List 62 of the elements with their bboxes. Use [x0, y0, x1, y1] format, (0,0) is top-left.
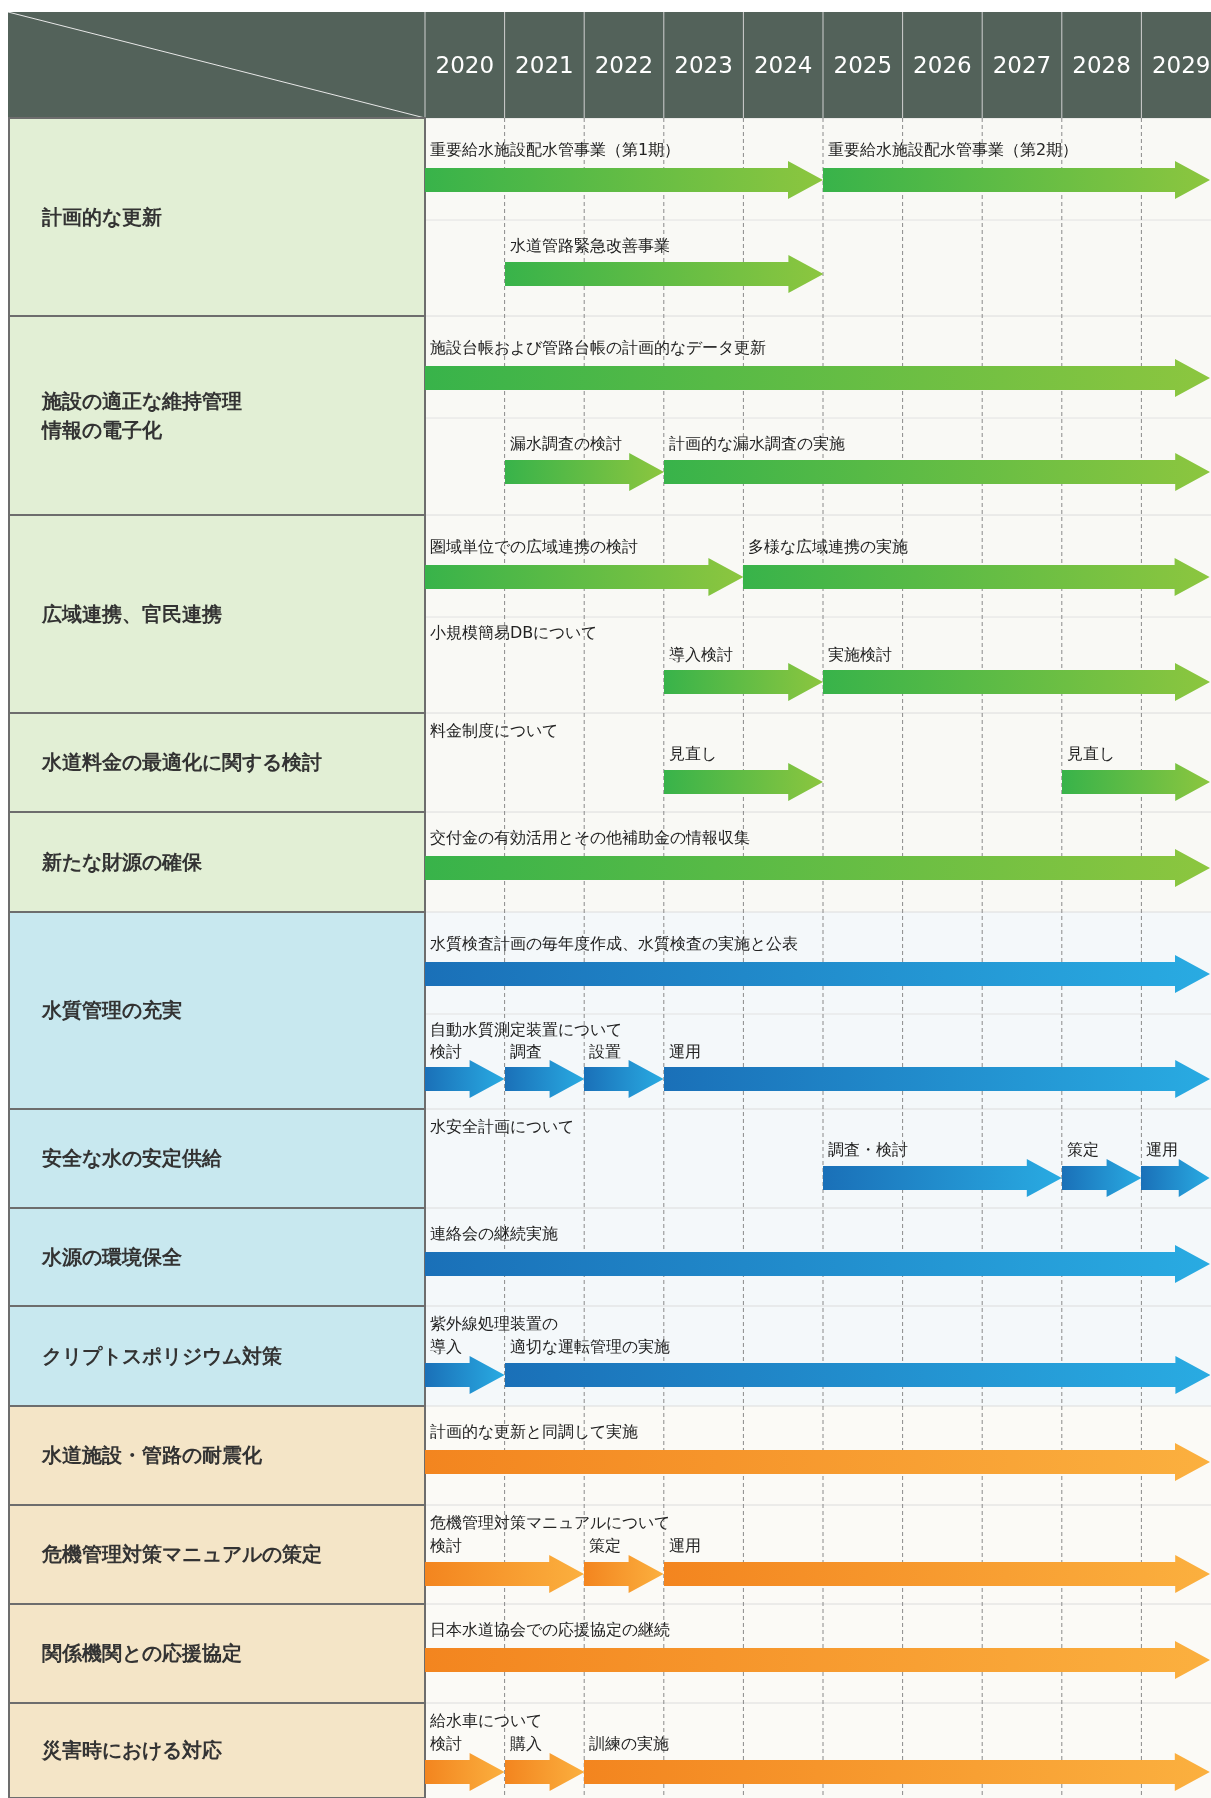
bar-label: 設置 [589, 1041, 622, 1063]
year-label: 2027 [991, 51, 1053, 79]
bar-label: 検討 [430, 1733, 462, 1755]
bar-label: 重要給水施設配水管事業（第2期） [828, 139, 1079, 161]
category-cell: 新たな財源の確保 [8, 811, 426, 913]
category-cell: 水源の環境保全 [8, 1207, 426, 1307]
bar-label: 計画的な更新と同調して実施 [430, 1421, 638, 1443]
bar-label: 導入 [430, 1336, 462, 1358]
category-cell: 施設の適正な維持管理情報の電子化 [8, 315, 426, 516]
category-cell: 関係機関との応援協定 [8, 1603, 426, 1704]
category-cell: 水質管理の充実 [8, 911, 426, 1110]
bar-label: 計画的な漏水調査の実施 [668, 433, 845, 455]
group-note: 紫外線処理装置の [430, 1313, 558, 1335]
bar-label: 購入 [509, 1733, 542, 1755]
bar-label: 調査 [509, 1041, 542, 1063]
year-label: 2029 [1150, 51, 1211, 79]
bar-label: 検討 [430, 1535, 462, 1557]
bar-label: 見直し [668, 743, 717, 765]
bar-label: 漏水調査の検討 [509, 433, 622, 455]
category-cell: 水道施設・管路の耐震化 [8, 1405, 426, 1506]
bar-label: 調査・検討 [828, 1139, 908, 1161]
year-label: 2023 [673, 51, 734, 79]
bar-label: 圏域単位での広域連携の検討 [430, 536, 638, 558]
bar-label: 実施検討 [828, 644, 892, 666]
category-cell: 災害時における対応 [8, 1702, 426, 1798]
bar-label: 水質検査計画の毎年度作成、水質検査の実施と公表 [430, 933, 798, 955]
bar-label: 検討 [430, 1041, 462, 1063]
category-cell: 広域連携、官民連携 [8, 514, 426, 714]
group-note: 危機管理対策マニュアルについて [430, 1512, 670, 1534]
category-cell: 計画的な更新 [8, 117, 426, 317]
bar-label: 運用 [668, 1535, 701, 1557]
year-label: 2021 [514, 51, 575, 79]
bar-label: 適切な運転管理の実施 [509, 1336, 670, 1358]
category-cell: 安全な水の安定供給 [8, 1108, 426, 1209]
year-label: 2028 [1071, 51, 1132, 79]
bar-label: 策定 [589, 1535, 622, 1557]
year-label: 2026 [912, 51, 973, 79]
category-cell: 水道料金の最適化に関する検討 [8, 712, 426, 813]
year-label: 2025 [832, 51, 894, 79]
bar-label: 運用 [668, 1041, 701, 1063]
bar-label: 連絡会の継続実施 [430, 1223, 558, 1245]
bar-label: 水道管路緊急改善事業 [509, 235, 670, 257]
bar-label: 交付金の有効活用とその他補助金の情報収集 [430, 827, 750, 849]
bar-label: 見直し [1066, 743, 1115, 765]
year-label: 2020 [434, 51, 496, 79]
bar-label: 重要給水施設配水管事業（第1期） [430, 139, 681, 161]
bar-label: 施設台帳および管路台帳の計画的なデータ更新 [430, 337, 766, 359]
group-note: 小規模簡易DBについて [430, 622, 598, 644]
category-cell: クリプトスポリジウム対策 [8, 1305, 426, 1407]
bar-label: 多様な広域連携の実施 [748, 536, 909, 558]
group-note: 給水車について [430, 1710, 542, 1732]
category-cell: 危機管理対策マニュアルの策定 [8, 1504, 426, 1605]
year-label: 2022 [593, 51, 655, 79]
bar-label: 導入検討 [668, 644, 733, 666]
bar-label: 訓練の実施 [589, 1733, 670, 1755]
bar-label: 策定 [1066, 1139, 1099, 1161]
bar-label: 日本水道協会での応援協定の継続 [430, 1619, 670, 1641]
group-note: 水安全計画について [430, 1116, 574, 1138]
year-label: 2024 [752, 51, 814, 79]
group-note: 料金制度について [430, 720, 558, 742]
group-note: 自動水質測定装置について [430, 1019, 622, 1041]
bar-label: 運用 [1146, 1139, 1179, 1161]
